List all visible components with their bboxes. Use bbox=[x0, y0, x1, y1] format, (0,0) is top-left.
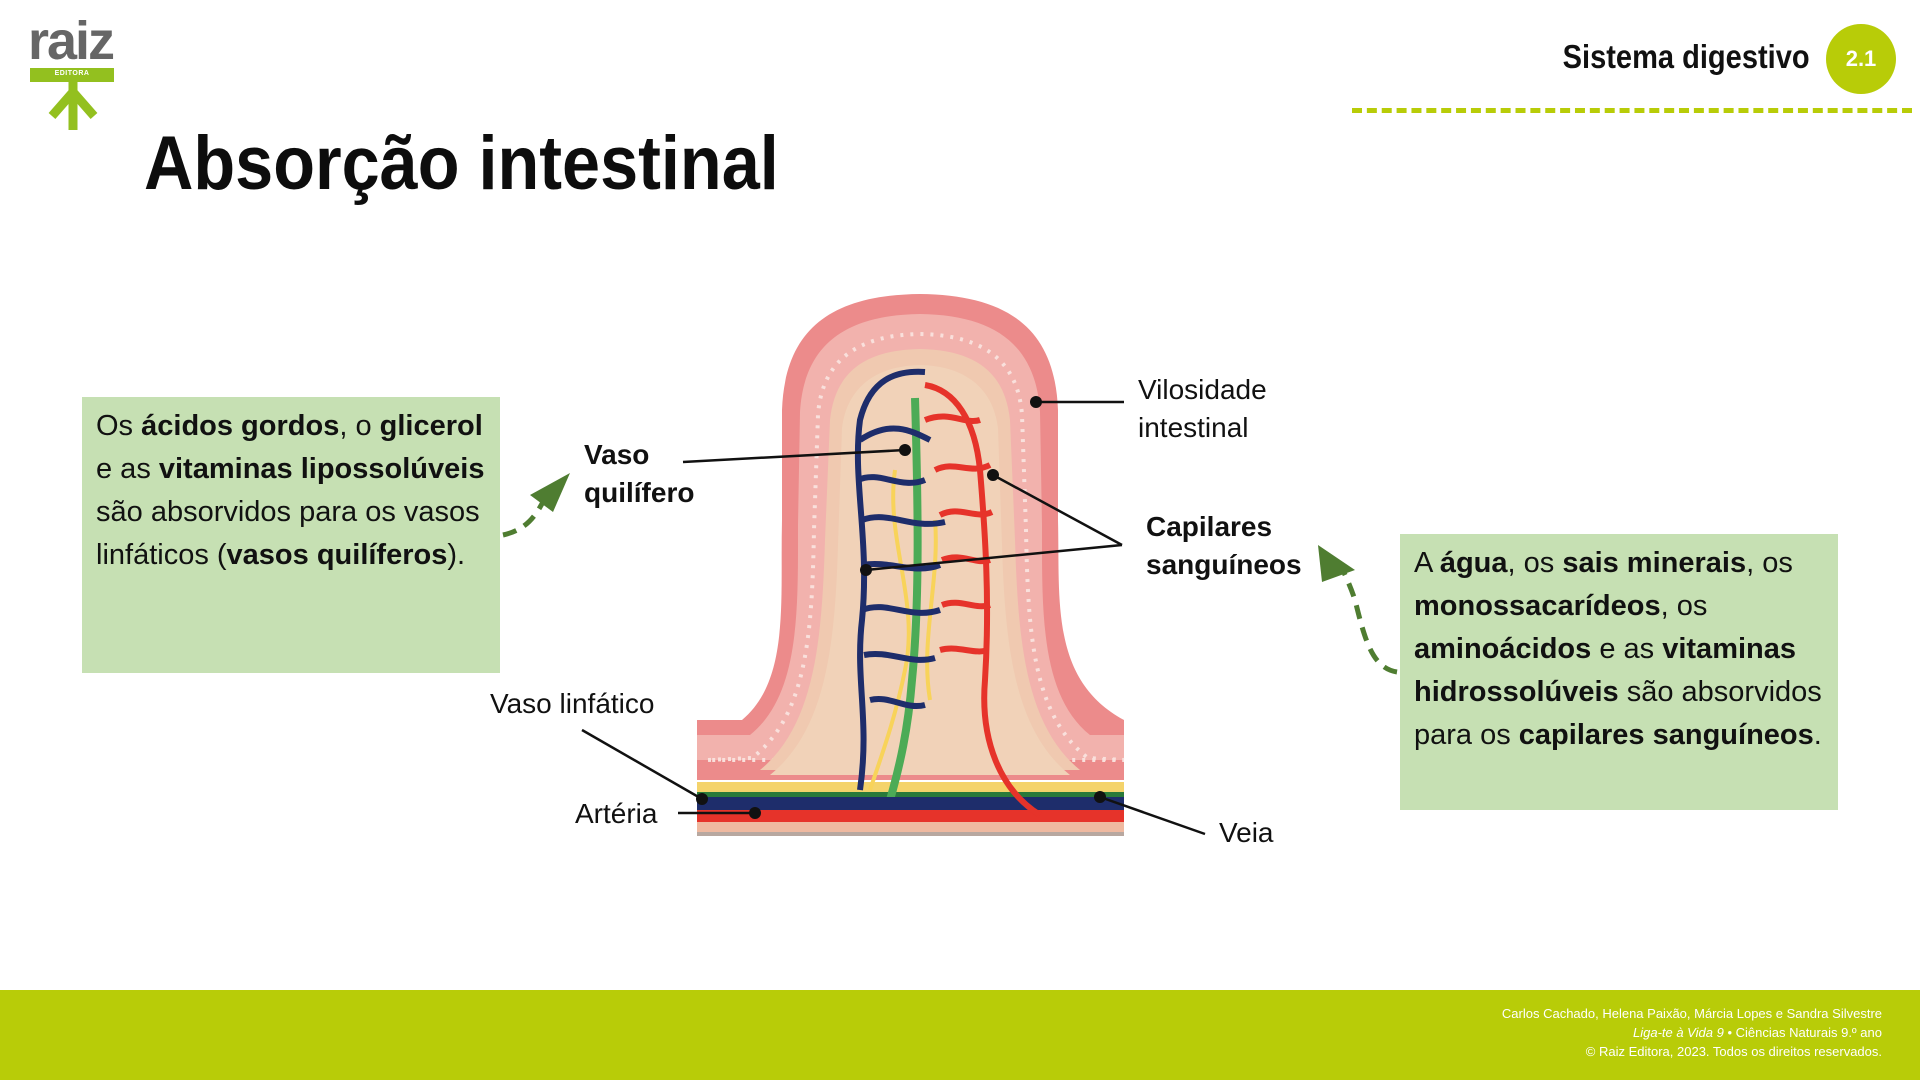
label-line: intestinal bbox=[1138, 412, 1249, 443]
footer-copyright: © Raiz Editora, 2023. Todos os direitos … bbox=[1585, 1044, 1882, 1059]
villus-base-layers bbox=[697, 782, 1124, 836]
header-divider bbox=[1352, 108, 1912, 113]
footer-subject: Ciências Naturais 9.º ano bbox=[1735, 1025, 1882, 1040]
box-text-bold: vitaminas hidrossolúveis bbox=[1414, 633, 1797, 708]
logo-bar bbox=[30, 68, 114, 82]
box-text-bold: monossacarídeos bbox=[1414, 590, 1661, 622]
box-text-bold: aminoácidos bbox=[1414, 633, 1592, 665]
footer-book: Liga-te à Vida 9 bbox=[1632, 1025, 1724, 1040]
label-leader-lines bbox=[581, 400, 1206, 836]
label-veia: Veia bbox=[1219, 817, 1274, 848]
label-vaso-linfatico: Vaso linfático bbox=[490, 688, 655, 719]
box-text-bold: sais minerais bbox=[1562, 547, 1747, 579]
footer-authors: Carlos Cachado, Helena Paixão, Márcia Lo… bbox=[1501, 1006, 1882, 1021]
box-text-bold: glicerol bbox=[379, 410, 483, 442]
left-dashed-arrow bbox=[502, 473, 570, 538]
water-absorption-box: A água, os sais minerais, os monossacarí… bbox=[1400, 534, 1838, 810]
box-text: e as bbox=[1591, 633, 1663, 665]
box-text: , os bbox=[1660, 590, 1708, 622]
logo-subtext: EDITORA bbox=[54, 70, 90, 77]
box-text: , o bbox=[339, 410, 380, 442]
box-text: e as bbox=[96, 453, 159, 485]
label-line: Capilares bbox=[1146, 511, 1273, 542]
box-text: , os bbox=[1507, 547, 1563, 579]
box-text-bold: vitaminas lipossolúveis bbox=[158, 453, 485, 485]
logo-wordmark: raiz bbox=[28, 11, 115, 71]
label-line: Vilosidade bbox=[1138, 374, 1267, 405]
box-text: Os bbox=[96, 410, 142, 442]
box-text: A bbox=[1414, 547, 1440, 579]
footer-sep: • bbox=[1723, 1025, 1736, 1040]
right-dashed-arrow bbox=[1318, 545, 1398, 675]
logo-root-icon bbox=[48, 82, 98, 130]
raiz-logo: raiz EDITORA bbox=[28, 11, 118, 130]
label-line: sanguíneos bbox=[1146, 549, 1302, 580]
footer-book-line: Liga-te à Vida 9 • Ciências Naturais 9.º… bbox=[1502, 1023, 1882, 1042]
chapter-number-badge: 2.1 bbox=[1826, 24, 1896, 94]
artery-network bbox=[923, 382, 1042, 818]
footer-bar: Carlos Cachado, Helena Paixão, Márcia Lo… bbox=[0, 990, 1920, 1080]
label-line: quilífero bbox=[584, 477, 695, 508]
label-capilares: Capilares sanguíneos bbox=[1146, 508, 1302, 584]
box-text: . bbox=[1813, 719, 1822, 751]
villus-outer-layer bbox=[697, 294, 1125, 780]
chapter-name: Sistema digestivo bbox=[1563, 38, 1810, 75]
box-text-bold: capilares sanguíneos bbox=[1518, 719, 1814, 751]
villus-diagram bbox=[502, 294, 1398, 836]
label-line: Vaso bbox=[584, 439, 650, 470]
box-text: são absorvidos para os vasos linfáticos … bbox=[96, 496, 480, 571]
box-text: são absorvidos para os bbox=[1414, 676, 1822, 751]
box-text-bold: ácidos gordos bbox=[141, 410, 340, 442]
box-text: ). bbox=[447, 539, 466, 571]
label-vilosidade: Vilosidade intestinal bbox=[1138, 371, 1267, 447]
footer-credits: Carlos Cachado, Helena Paixão, Márcia Lo… bbox=[1502, 1004, 1882, 1061]
label-leader-dots bbox=[696, 396, 1106, 819]
vein-network bbox=[704, 368, 1124, 803]
label-vaso-quilifero: Vaso quilífero bbox=[584, 436, 694, 512]
box-text: , os bbox=[1746, 547, 1793, 579]
page-title: Absorção intestinal bbox=[144, 121, 779, 206]
box-text-bold: vasos quilíferos bbox=[226, 539, 448, 571]
fat-absorption-box: Os ácidos gordos, o glicerol e as vitami… bbox=[82, 397, 500, 673]
label-arteria: Artéria bbox=[575, 798, 658, 829]
box-text-bold: água bbox=[1439, 547, 1508, 579]
